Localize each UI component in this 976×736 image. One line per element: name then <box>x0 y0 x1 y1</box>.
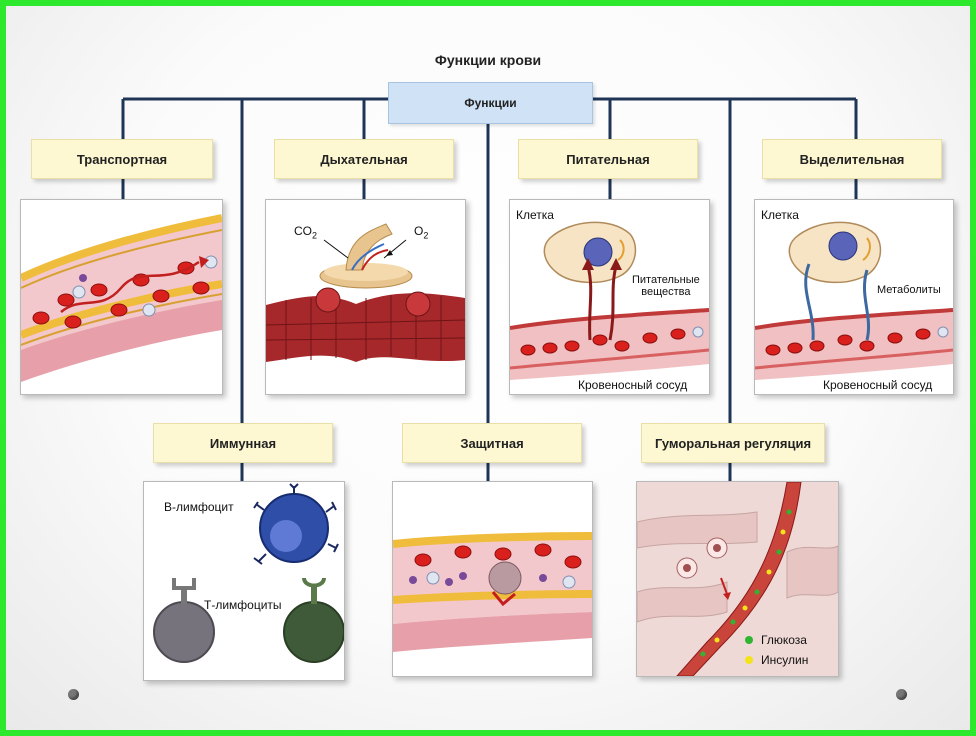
co2-label: CO2 <box>294 224 318 241</box>
excretory-illustration <box>755 221 953 380</box>
slide-corner-dot-right <box>896 689 907 700</box>
slide-corner-dot-left <box>68 689 79 700</box>
panel-immune: В-лимфоцит Т-лимфоциты <box>143 481 345 681</box>
o2-label: O2 <box>414 224 429 241</box>
panel-protective <box>392 481 593 677</box>
label-immune: Иммунная <box>153 423 333 463</box>
label-humoral: Гуморальная регуляция <box>641 423 825 463</box>
glucose-legend-label: Глюкоза <box>761 633 807 647</box>
cell-label: Клетка <box>761 208 799 222</box>
label-excretory: Выделительная <box>762 139 942 179</box>
label-protective: Защитная <box>402 423 582 463</box>
panel-transport <box>20 199 223 395</box>
vessel-label: Кровеносный сосуд <box>823 378 933 392</box>
nutritive-illustration <box>510 221 709 380</box>
diagram-canvas: Функции крови Функции Транспортная Дыхат… <box>6 6 970 730</box>
humoral-illustration <box>637 482 838 676</box>
lymphocytes-illustration <box>153 483 344 663</box>
cell-label: Клетка <box>516 208 554 222</box>
alveoli-illustration <box>266 223 465 362</box>
insulin-legend-label: Инсулин <box>761 653 809 667</box>
label-respiratory: Дыхательная <box>274 139 454 179</box>
vessel-label: Кровеносный сосуд <box>578 378 688 392</box>
t-lymphocytes-label: Т-лимфоциты <box>204 598 282 612</box>
b-lymphocyte-label: В-лимфоцит <box>164 500 234 514</box>
label-transport: Транспортная <box>31 139 213 179</box>
vessel-illustration <box>21 214 222 382</box>
diagram-title: Функции крови <box>434 52 542 68</box>
panel-humoral: Глюкоза Инсулин <box>636 481 839 677</box>
label-nutritive: Питательная <box>518 139 698 179</box>
panel-excretory: Клетка Метаболиты Кровеносный сосуд <box>754 199 954 395</box>
root-node-functions: Функции <box>388 82 593 124</box>
metabolites-label: Метаболиты <box>877 284 941 296</box>
panel-respiratory: CO2 O2 <box>265 199 466 395</box>
clotting-illustration <box>393 532 592 652</box>
